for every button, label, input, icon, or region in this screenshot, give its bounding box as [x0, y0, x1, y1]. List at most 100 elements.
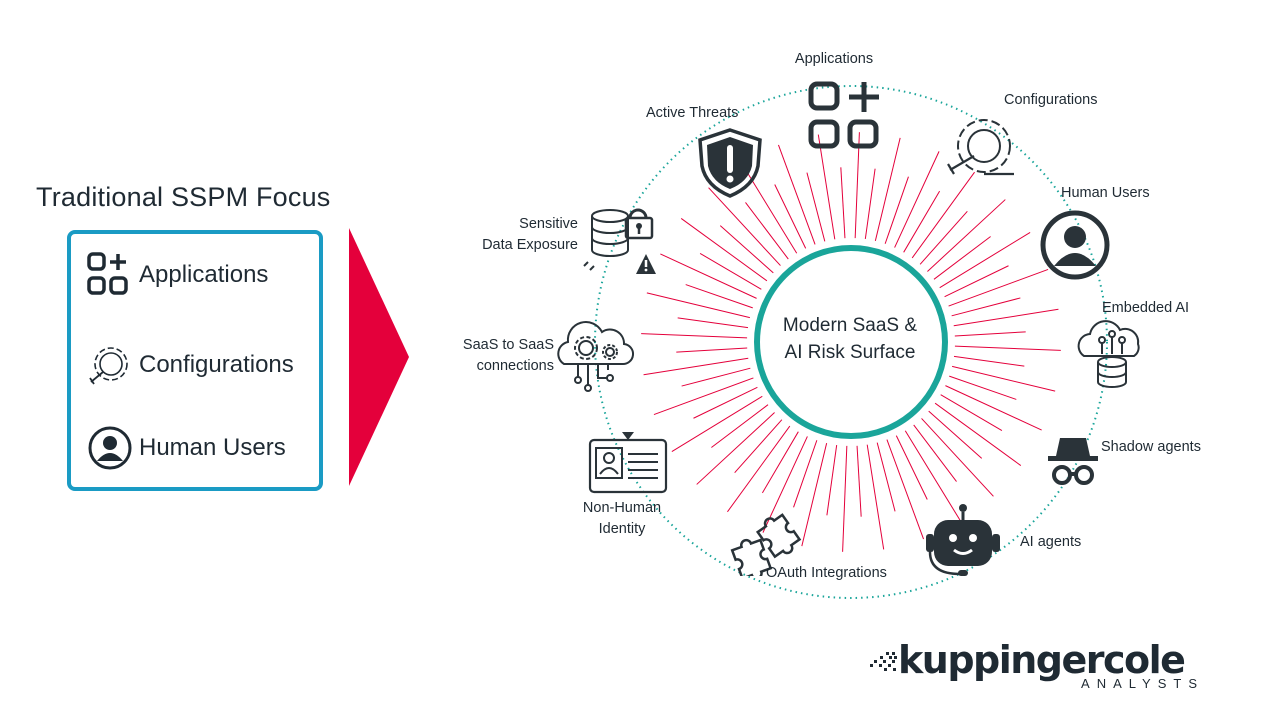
ray-line [953, 308, 1059, 327]
ray-line [913, 424, 957, 482]
applications-icon [808, 81, 879, 149]
ray-line [940, 394, 1003, 432]
sensitive-data-icon [583, 208, 656, 274]
ray-line [876, 442, 896, 512]
ray-line [777, 144, 816, 245]
ray-line [856, 445, 862, 517]
label-ai-agents: AI agents [1020, 534, 1082, 550]
label-sensitive-line-1: Sensitive [519, 216, 578, 232]
ray-line [934, 402, 1022, 466]
ray-line [954, 345, 1061, 351]
ray-line [693, 386, 758, 419]
logo-wordmark: kuppingercole [898, 638, 1186, 682]
center-label: Modern SaaS & AI Risk Surface [760, 312, 940, 366]
ray-line [708, 187, 781, 266]
ray-line [919, 210, 968, 265]
applications-icon [87, 252, 128, 295]
expansion-arrow [349, 228, 409, 486]
label-active-threats: Active Threats [646, 105, 739, 121]
ray-line [646, 292, 751, 319]
ray-line [826, 444, 838, 516]
ray-line [903, 190, 941, 253]
ai-agents-icon [926, 504, 1000, 576]
focus-label-applications: Applications [139, 261, 269, 288]
label-non-human-identity: Non-Human Identity [562, 498, 682, 540]
center-line-1: Modern SaaS & [782, 315, 918, 336]
ray-line [745, 202, 789, 260]
ray-line [886, 439, 925, 540]
ray-line [671, 395, 763, 453]
ray-line [864, 168, 876, 240]
ray-line [928, 410, 983, 459]
shadow-agents-icon [1048, 438, 1098, 485]
ray-line [866, 444, 885, 550]
ray-line [641, 333, 748, 339]
label-saas-connections: SaaS to SaaS connections [434, 335, 554, 377]
embedded-ai-icon [1077, 320, 1140, 388]
traditional-focus-box: Applications Configurations Human Users [67, 230, 323, 491]
ray-line [840, 167, 846, 239]
ray-line [801, 442, 828, 547]
ray-line [944, 265, 1009, 298]
label-sensitive-line-2: Data Exposure [482, 237, 578, 253]
ray-line [677, 317, 749, 329]
ray-line [854, 132, 860, 239]
logo-subtitle: ANALYSTS [1081, 676, 1204, 691]
ray-line [951, 297, 1021, 317]
ray-line [711, 404, 769, 448]
focus-label-configurations: Configurations [139, 351, 294, 378]
active-threats-icon [698, 128, 762, 198]
ray-line [939, 231, 1031, 289]
ray-line [904, 430, 962, 522]
kuppingercole-logo: kuppingercole ANALYSTS [868, 638, 1208, 694]
ray-line [653, 377, 754, 416]
ray-line [949, 375, 1017, 400]
ray-line [874, 137, 901, 242]
ray-line [699, 252, 762, 290]
ray-line [696, 412, 775, 485]
label-oauth-integrations: OAuth Integrations [766, 565, 887, 581]
ray-line [793, 440, 818, 508]
left-panel-title: Traditional SSPM Focus [36, 182, 331, 212]
ray-line [948, 268, 1049, 307]
ray-line [933, 236, 991, 280]
ray-line [761, 431, 799, 494]
ray-line [685, 284, 753, 309]
label-configurations: Configurations [1004, 92, 1098, 108]
label-nhi-line-2: Identity [598, 521, 646, 537]
label-embedded-ai: Embedded AI [1102, 300, 1190, 316]
center-circle [754, 245, 948, 439]
label-shadow-agents: Shadow agents [1101, 439, 1201, 455]
ray-line [945, 385, 1042, 431]
ray-line [680, 218, 768, 282]
radiating-rays [641, 132, 1061, 552]
ray-line [681, 367, 751, 387]
ray-line [927, 199, 1006, 272]
focus-item-human-users: Human Users [87, 425, 286, 471]
ray-line [911, 171, 975, 259]
ray-line [954, 331, 1026, 337]
label-nhi-line-1: Non-Human [582, 500, 662, 516]
ray-line [762, 436, 808, 533]
ray-line [806, 172, 826, 242]
saas-connections-icon [557, 321, 634, 392]
ray-line [817, 134, 836, 240]
focus-item-configurations: Configurations [87, 342, 294, 388]
ray-line [895, 435, 928, 500]
label-applications: Applications [794, 51, 874, 67]
ray-line [719, 225, 774, 274]
ray-line [894, 151, 940, 248]
configurations-icon [947, 119, 1014, 176]
label-sensitive-data: Sensitive Data Exposure [454, 214, 578, 256]
ray-line [676, 347, 748, 353]
gear-wrench-icon [89, 347, 128, 385]
label-saas-line-2: connections [476, 358, 554, 374]
ray-line [842, 445, 848, 552]
oauth-icon [730, 513, 802, 576]
human-users-icon [1040, 210, 1110, 280]
ray-line [727, 425, 791, 513]
ray-line [921, 418, 994, 497]
logo-pixel-mark-icon [870, 652, 897, 671]
label-human-users: Human Users [1061, 185, 1150, 201]
